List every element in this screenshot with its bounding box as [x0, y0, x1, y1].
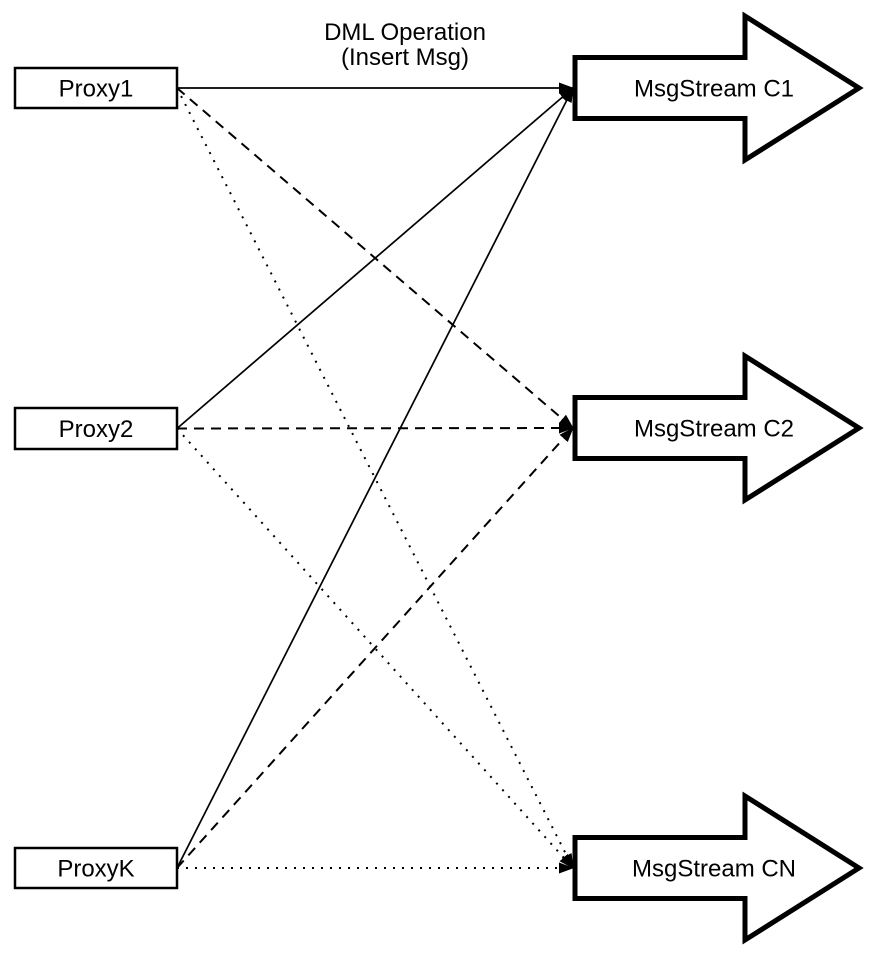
- msgstream-arrow-shape-c1: [572, 11, 864, 165]
- connection-proxyk-c1: [176, 87, 574, 869]
- connection-proxy1-c2: [176, 87, 574, 429]
- msgstream-node-c2: MsgStream C2: [572, 351, 864, 505]
- msgstream-node-c1: MsgStream C1: [572, 11, 864, 165]
- msgstream-label-cn: MsgStream CN: [632, 856, 796, 883]
- dml-operation-label-line1: DML Operation: [324, 19, 486, 46]
- msgstream-node-cn: MsgStream CN: [572, 791, 864, 945]
- dml-operation-label-line2: (Insert Msg): [341, 44, 469, 71]
- proxy-node-proxy1: Proxy1: [13, 66, 179, 110]
- proxy-node-proxyk: ProxyK: [13, 846, 179, 890]
- connection-proxy1-cn: [176, 87, 574, 869]
- msgstream-arrow-shape-c2: [572, 351, 864, 505]
- proxy-label-proxy1: Proxy1: [59, 76, 134, 103]
- proxy-box-proxy2: [13, 406, 179, 451]
- proxy-label-proxy2: Proxy2: [59, 416, 134, 443]
- labels-layer: DML Operation(Insert Msg): [324, 19, 486, 71]
- proxy-label-proxyk: ProxyK: [57, 856, 134, 883]
- connections-layer: [176, 82, 574, 874]
- msgstream-label-c1: MsgStream C1: [634, 76, 794, 103]
- msgstream-arrow-shape-cn: [572, 791, 864, 945]
- proxy-node-proxy2: Proxy2: [13, 406, 179, 451]
- proxy-box-proxy1: [13, 66, 179, 110]
- proxy-box-proxyk: [13, 846, 179, 890]
- connection-proxy2-c2: [176, 422, 574, 434]
- connection-proxyk-c2: [176, 427, 574, 869]
- msgstream-label-c2: MsgStream C2: [634, 416, 794, 443]
